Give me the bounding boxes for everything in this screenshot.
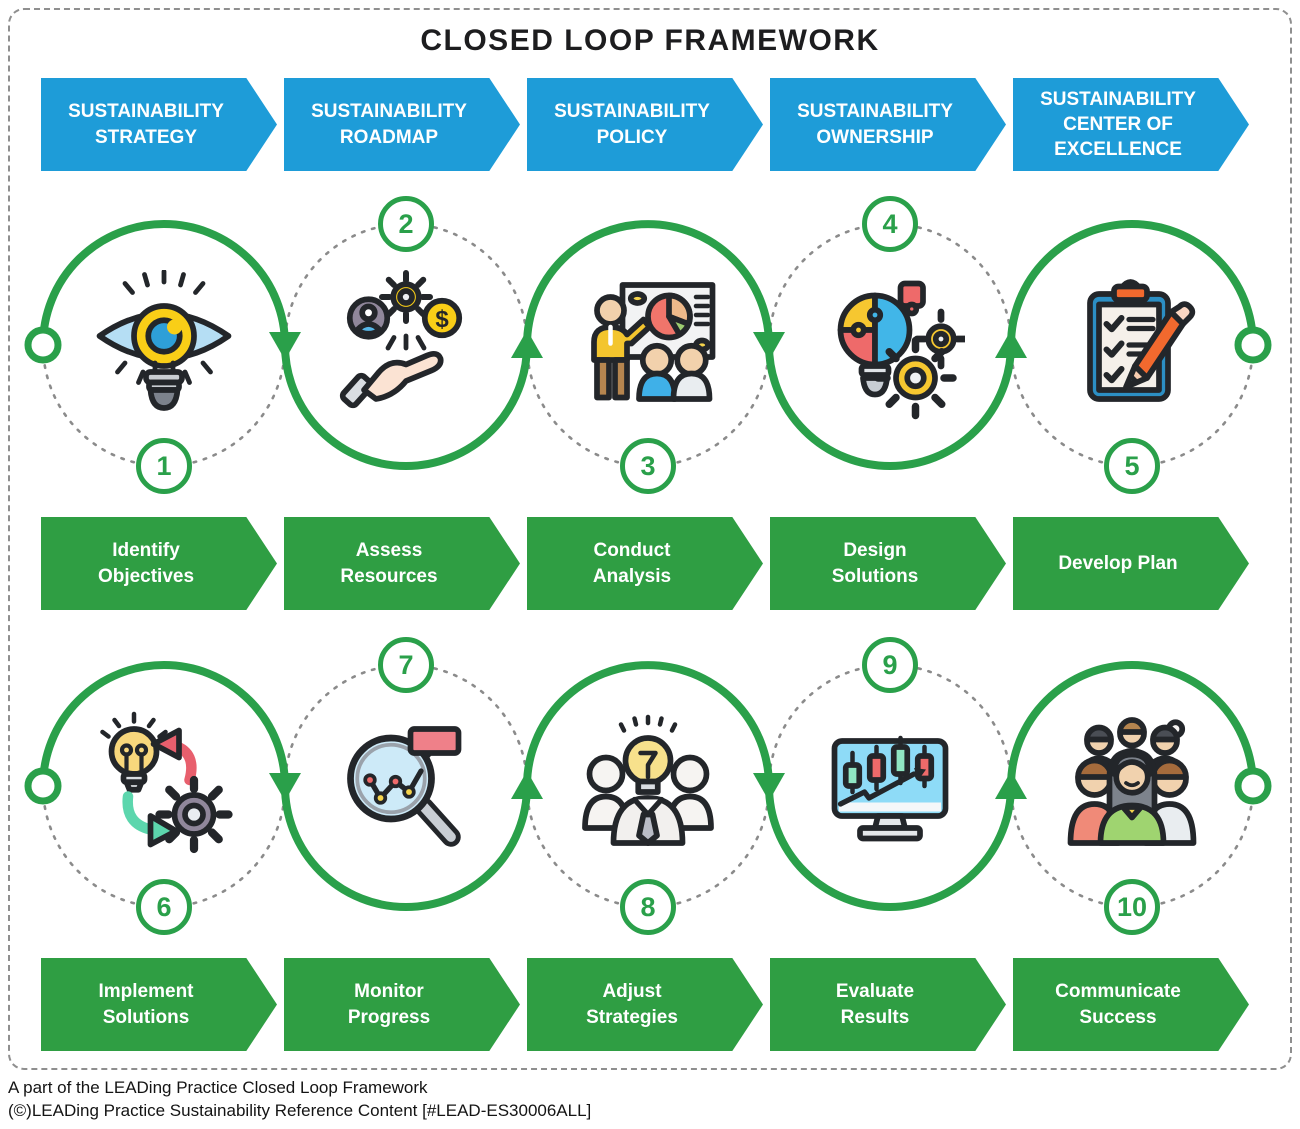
- footer-line-1: A part of the LEADing Practice Closed Lo…: [8, 1078, 428, 1097]
- bulb-gear-cycle-icon: [100, 711, 233, 854]
- step-10-icon-wrap: [1057, 711, 1207, 861]
- step-8-number-badge: 8: [620, 879, 676, 935]
- eye-lightbulb-icon: [96, 269, 232, 411]
- step-8-icon-wrap: [573, 711, 723, 861]
- step-banner-conduct-analysis: Conduct Analysis: [527, 517, 763, 610]
- step-banner-develop-plan: Develop Plan: [1013, 517, 1249, 610]
- step-6-icon-wrap: [89, 711, 239, 861]
- step-banner-implement-solutions: Implement Solutions: [41, 958, 277, 1051]
- top-banner-sustainability-coe: SUSTAINABILITY CENTER OF EXCELLENCE: [1013, 78, 1249, 171]
- step-banner-evaluate-results: Evaluate Results: [770, 958, 1006, 1051]
- svg-text:$: $: [435, 306, 449, 333]
- step-banner-design-solutions: Design Solutions: [770, 517, 1006, 610]
- top-banner-sustainability-roadmap: SUSTAINABILITY ROADMAP: [284, 78, 520, 171]
- step-1-number-badge: 1: [136, 438, 192, 494]
- step-banner-assess-resources: Assess Resources: [284, 517, 520, 610]
- clipboard-checklist-icon: [1087, 279, 1196, 402]
- footer: A part of the LEADing Practice Closed Lo…: [8, 1076, 1288, 1122]
- step-7-icon-wrap: [331, 711, 481, 861]
- step-2-icon-wrap: $: [331, 270, 481, 420]
- step-banner-monitor-progress: Monitor Progress: [284, 958, 520, 1051]
- monitor-candlestick-icon: [831, 735, 949, 842]
- step-5-number-badge: 5: [1104, 438, 1160, 494]
- step-banner-adjust-strategies: Adjust Strategies: [527, 958, 763, 1051]
- step-1-icon-wrap: [89, 269, 239, 420]
- step-3-number-badge: 3: [620, 438, 676, 494]
- magnifier-chart-icon: [347, 726, 462, 847]
- step-banner-communicate-success: Communicate Success: [1013, 958, 1249, 1051]
- step-banner-identify-objectives: Identify Objectives: [41, 517, 277, 610]
- step-10-number-badge: 10: [1104, 879, 1160, 935]
- step-4-icon-wrap: [815, 270, 969, 420]
- step-9-icon-wrap: [815, 711, 965, 861]
- people-group-icon: [1067, 717, 1197, 846]
- step-3-icon-wrap: [573, 270, 723, 420]
- hand-resources-icon: $: [339, 270, 463, 409]
- step-6-number-badge: 6: [136, 879, 192, 935]
- top-banner-sustainability-policy: SUSTAINABILITY POLICY: [527, 78, 763, 171]
- team-idea-icon: [582, 714, 714, 846]
- step-4-number-badge: 4: [862, 196, 918, 252]
- dashed-outer-border: [8, 8, 1292, 1070]
- top-banner-sustainability-strategy: SUSTAINABILITY STRATEGY: [41, 78, 277, 171]
- footer-line-2: (©)LEADing Practice Sustainability Refer…: [8, 1101, 592, 1120]
- top-banner-sustainability-ownership: SUSTAINABILITY OWNERSHIP: [770, 78, 1006, 171]
- puzzle-bulb-gears-icon: [837, 280, 969, 420]
- step-2-number-badge: 2: [378, 196, 434, 252]
- presentation-analysis-icon: [591, 282, 716, 402]
- page-title: CLOSED LOOP FRAMEWORK: [420, 24, 880, 57]
- step-7-number-badge: 7: [378, 637, 434, 693]
- step-9-number-badge: 9: [862, 637, 918, 693]
- step-5-icon-wrap: [1057, 270, 1207, 420]
